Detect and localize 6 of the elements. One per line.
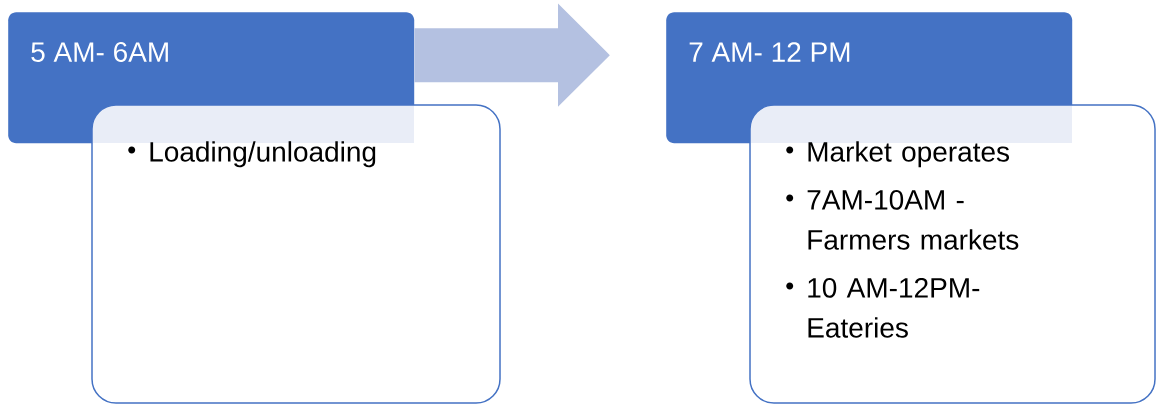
list-item: Loading/unloading [150,141,376,168]
list-item: 10 AM-12PM- Eateries [808,277,980,338]
list-item: Market operates [808,141,1010,168]
list-item: 7AM-10AM - Farmers markets [807,189,1019,250]
card [749,104,1156,404]
card [91,104,501,404]
